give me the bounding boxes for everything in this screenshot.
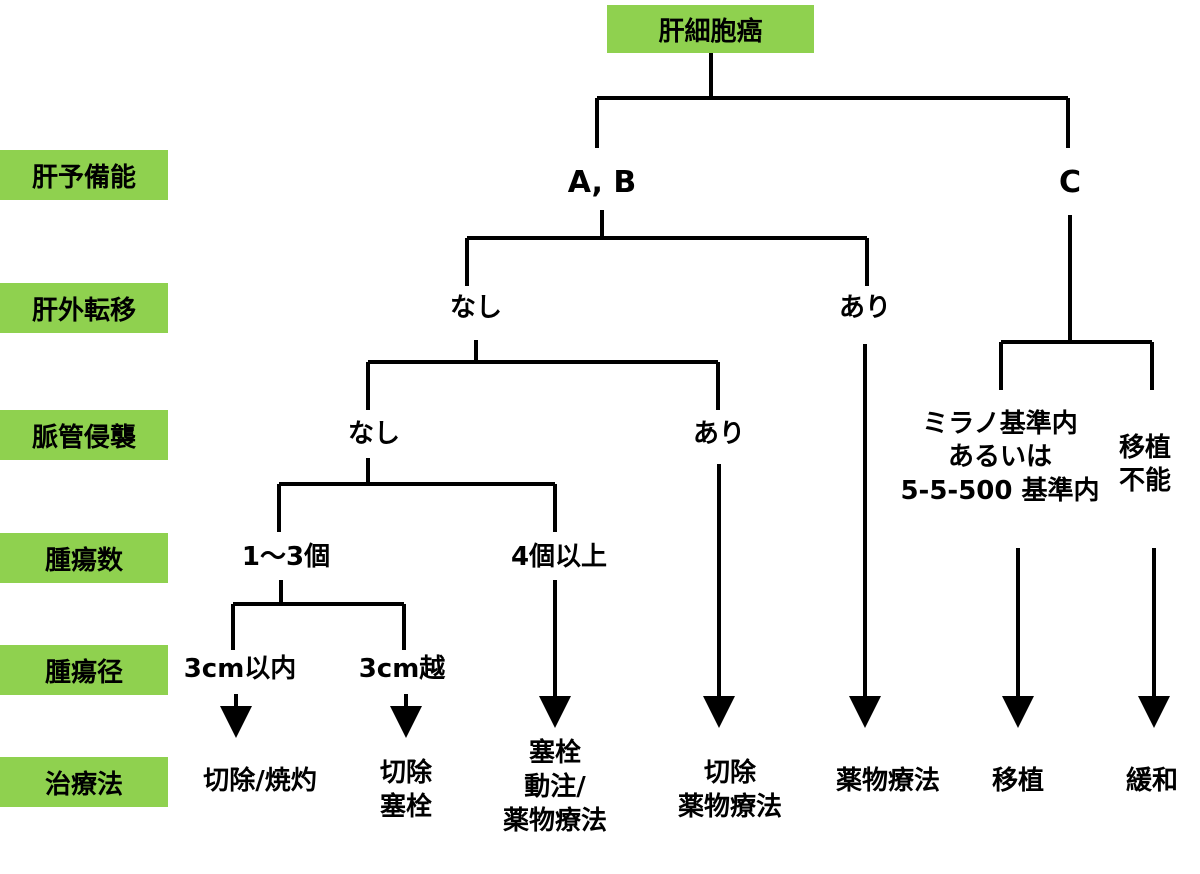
node-milan-criteria: ミラノ基準内 あるいは 5-5-500 基準内 <box>890 408 1110 508</box>
node-transplant-not-possible: 移植 不能 <box>1090 432 1200 499</box>
milan-line-1: ミラノ基準内 <box>922 409 1078 439</box>
treatment-transplant: 移植 <box>968 765 1068 799</box>
node-reserve-c: C <box>1058 165 1082 200</box>
node-count-1-3: 1～3個 <box>241 542 331 572</box>
treatment-palliative: 緩和 <box>1104 765 1200 799</box>
treatment-3-line-3: 薬物療法 <box>502 805 607 836</box>
node-vascular-none: なし <box>347 419 400 449</box>
row-label-tumor-count: 腫瘍数 <box>0 533 168 583</box>
row-label-vascular-invasion: 脈管侵襲 <box>0 410 168 460</box>
root-node-hcc: 肝細胞癌 <box>607 5 814 53</box>
node-size-over-3cm: 3cm越 <box>358 654 446 684</box>
node-size-within-3cm: 3cm以内 <box>183 654 297 684</box>
connector-root <box>595 52 1070 148</box>
treatment-resection-drug: 切除 薬物療法 <box>655 757 805 825</box>
transplant-ng-line-1: 移植 <box>1118 433 1171 463</box>
treatment-4-line-2: 薬物療法 <box>677 791 782 822</box>
row-label-liver-reserve: 肝予備能 <box>0 150 168 200</box>
connector-reserve-c <box>999 215 1154 390</box>
row-label-tumor-size: 腫瘍径 <box>0 645 168 695</box>
connector-meta-none <box>366 340 720 410</box>
treatment-5-line-1: 薬物療法 <box>835 766 940 796</box>
connector-count-1-3 <box>231 580 406 650</box>
transplant-ng-line-2: 不能 <box>1118 466 1171 497</box>
treatment-4-line-1: 切除 <box>703 758 756 788</box>
treatment-resection-ablation: 切除/焼灼 <box>170 765 350 799</box>
node-reserve-ab: A, B <box>567 165 637 200</box>
treatment-resection-embolization: 切除 塞栓 <box>346 757 466 825</box>
treatment-2-line-2: 塞栓 <box>379 791 432 822</box>
connector-reserve-ab <box>465 210 869 286</box>
node-vascular-yes: あり <box>692 419 745 449</box>
row-label-treatment: 治療法 <box>0 757 168 807</box>
milan-line-3: 5-5-500 基準内 <box>900 475 1100 506</box>
treatment-2-line-1: 切除 <box>379 758 432 788</box>
treatment-6-line-1: 移植 <box>991 766 1044 796</box>
treatment-drug-therapy: 薬物療法 <box>808 765 968 799</box>
milan-line-2: あるいは <box>947 442 1052 473</box>
node-count-4plus: 4個以上 <box>510 542 608 572</box>
treatment-1-line-1: 切除/焼灼 <box>203 766 317 796</box>
row-label-extrahepatic-metastasis: 肝外転移 <box>0 283 168 333</box>
treatment-3-line-1: 塞栓 <box>528 738 581 768</box>
connector-vasc-none <box>277 458 557 532</box>
node-metastasis-none: なし <box>449 293 502 323</box>
treatment-embolization-infusion-drug: 塞栓 動注/ 薬物療法 <box>480 737 630 838</box>
node-metastasis-yes: あり <box>838 293 891 323</box>
treatment-7-line-1: 緩和 <box>1125 766 1178 796</box>
treatment-3-line-2: 動注/ <box>524 771 586 802</box>
